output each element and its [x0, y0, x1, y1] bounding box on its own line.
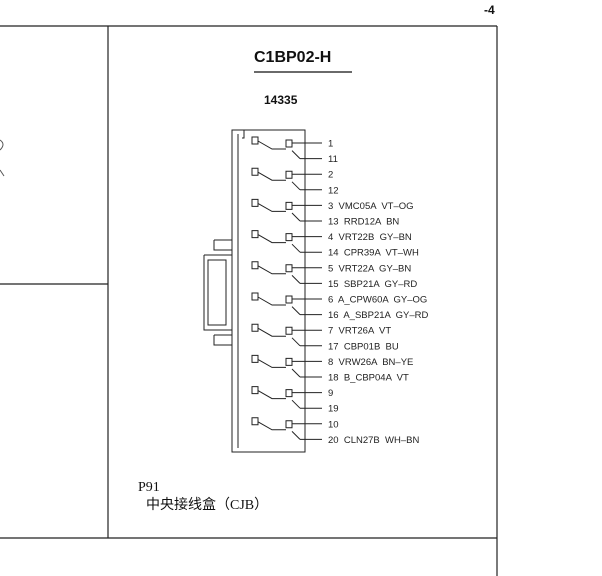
location-code: P91: [138, 480, 160, 495]
pin-terminal: [251, 354, 300, 368]
pin-label: 15 SBP21A GY–RD: [328, 279, 417, 290]
pin-label: 17 CBP01B BU: [328, 341, 399, 352]
pin-terminal: [251, 230, 300, 244]
pin-label: 16 A_SBP21A GY–RD: [328, 310, 428, 321]
pin-label: 8 VRW26A BN–YE: [328, 357, 413, 368]
pin-terminal: [251, 323, 300, 337]
connector-body: [203, 129, 306, 453]
pin-label: 19: [328, 404, 339, 415]
pin-terminal: [291, 431, 301, 440]
pin-terminal: [251, 198, 300, 212]
connector-title: C1BP02-H: [254, 49, 331, 66]
pin-wire-group: [251, 136, 322, 440]
left-panel-fragment: [0, 139, 5, 177]
pin-terminal: [291, 337, 301, 347]
pin-terminal: [251, 261, 300, 275]
pin-label: 14 CPR39A VT–WH: [328, 248, 419, 259]
pin-label: 10: [328, 419, 339, 430]
pin-label: 5 VRT22A GY–BN: [328, 263, 411, 274]
pin-label: 12: [328, 185, 339, 196]
connector-part-number: 14335: [264, 93, 298, 107]
pin-terminal: [251, 136, 300, 150]
pin-terminal: [291, 212, 301, 222]
pin-terminal: [291, 181, 301, 191]
pin-terminal: [251, 386, 300, 400]
pin-terminal: [291, 399, 301, 409]
pin-label: 13 RRD12A BN: [328, 217, 399, 228]
pin-terminal: [291, 275, 301, 284]
pin-terminal: [291, 368, 301, 378]
pin-terminal: [251, 417, 300, 431]
pin-label: 7 VRT26A VT: [328, 326, 391, 337]
location-name: 中央接线盒（CJB）: [146, 496, 268, 513]
pin-terminal: [291, 150, 301, 159]
pin-terminal: [291, 243, 301, 253]
page-number: -4: [484, 3, 495, 17]
pin-label: 6 A_CPW60A GY–OG: [328, 295, 427, 306]
pin-label: 3 VMC05A VT–OG: [328, 201, 414, 212]
pin-terminal: [251, 167, 300, 181]
diagram-frame: [0, 25, 498, 576]
pin-label: 9: [328, 388, 333, 399]
pin-label: 20 CLN27B WH–BN: [328, 435, 419, 446]
pin-label: 11: [328, 154, 338, 165]
pin-terminal: [251, 292, 300, 306]
pin-terminal: [291, 306, 301, 315]
pin-label: 18 B_CBP04A VT: [328, 373, 409, 384]
pin-label: 1: [328, 139, 333, 150]
pin-label: 4 VRT22B GY–BN: [328, 232, 412, 243]
pin-label: 2: [328, 170, 333, 181]
